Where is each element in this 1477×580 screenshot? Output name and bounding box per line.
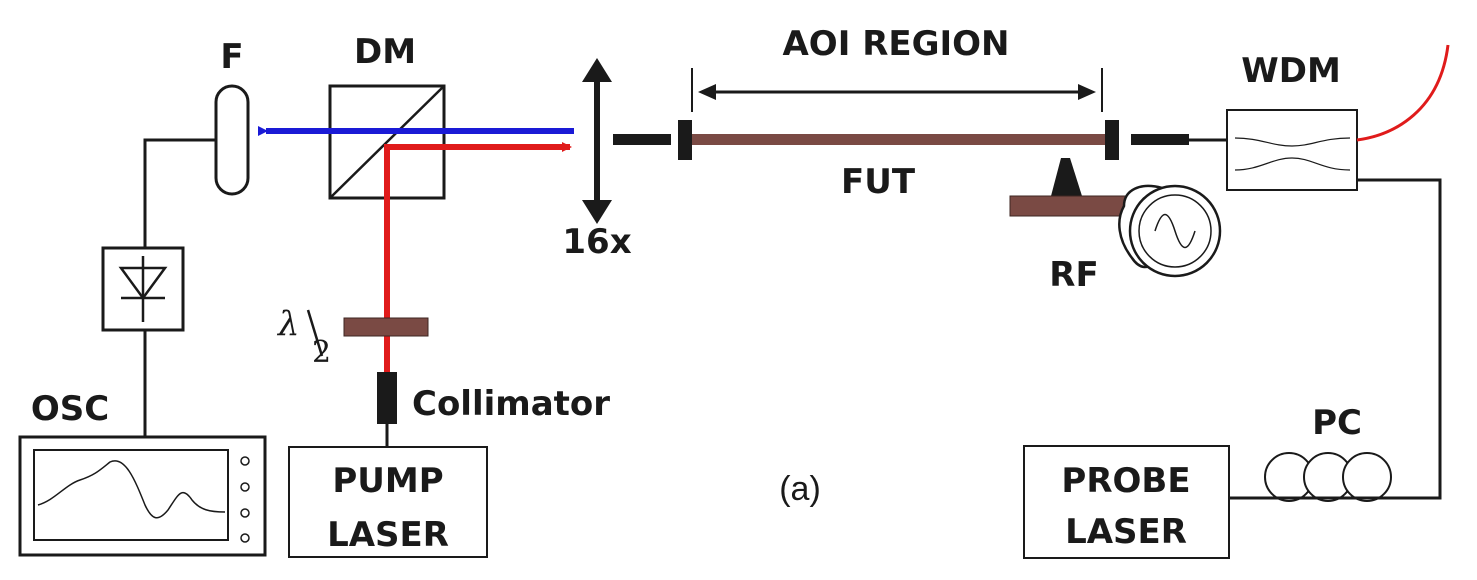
collimator-body bbox=[377, 372, 397, 424]
pump-laser-box bbox=[288, 446, 488, 558]
wdm-output-fiber bbox=[1356, 44, 1450, 142]
pump-laser-line1: PUMP bbox=[332, 461, 443, 501]
transducer-horn bbox=[1051, 158, 1082, 196]
fut-label: FUT bbox=[841, 162, 916, 202]
objective-lens bbox=[582, 58, 612, 224]
fiber-under-test bbox=[692, 134, 1105, 145]
pc-label: PC bbox=[1312, 403, 1362, 443]
probe-laser-box bbox=[1023, 445, 1230, 559]
wdm-label: WDM bbox=[1241, 51, 1341, 91]
fut-right-end-cap bbox=[1105, 120, 1119, 160]
wdm-box bbox=[1226, 109, 1358, 191]
filter-label: F bbox=[220, 37, 243, 77]
collimator-label: Collimator bbox=[412, 384, 610, 424]
oscilloscope-waveform bbox=[37, 460, 226, 519]
rf-transducer-bar bbox=[1009, 195, 1129, 217]
fut-left-end-cap bbox=[678, 120, 692, 160]
filter-to-detector-wire bbox=[143, 138, 216, 248]
dm-label: DM bbox=[354, 32, 416, 72]
probe-laser-line2: LASER bbox=[1065, 512, 1187, 552]
objective-label: 16x bbox=[562, 222, 631, 262]
osc-label: OSC bbox=[31, 389, 109, 429]
wdm-coupler-icon bbox=[1234, 137, 1351, 171]
half-wave-slash bbox=[306, 309, 324, 357]
probe-laser-line1: PROBE bbox=[1061, 461, 1190, 501]
fiber-input-connector bbox=[613, 134, 671, 145]
aoi-region-marker bbox=[691, 68, 1103, 112]
half-wave-label: λ 2 bbox=[276, 304, 331, 370]
wdm-to-probe-fiber bbox=[1357, 178, 1442, 500]
fiber-output-connector bbox=[1131, 134, 1189, 145]
half-wave-plate bbox=[343, 317, 429, 337]
dichroic-mirror-diagonal bbox=[329, 85, 445, 199]
aoi-region-label: AOI REGION bbox=[782, 24, 1009, 64]
half-wave-denominator: 2 bbox=[312, 335, 331, 370]
polarization-controller-paddles bbox=[1264, 452, 1392, 502]
oscilloscope-screen bbox=[33, 449, 229, 541]
oscilloscope-knobs bbox=[240, 456, 250, 543]
filter-element bbox=[214, 84, 250, 196]
photodiode-icon bbox=[118, 256, 168, 322]
rf-label: RF bbox=[1049, 255, 1098, 295]
pump-laser-line2: LASER bbox=[327, 515, 449, 555]
half-wave-lambda: λ bbox=[276, 304, 300, 344]
rf-source-icon bbox=[1128, 184, 1222, 278]
panel-label: (a) bbox=[779, 470, 821, 508]
